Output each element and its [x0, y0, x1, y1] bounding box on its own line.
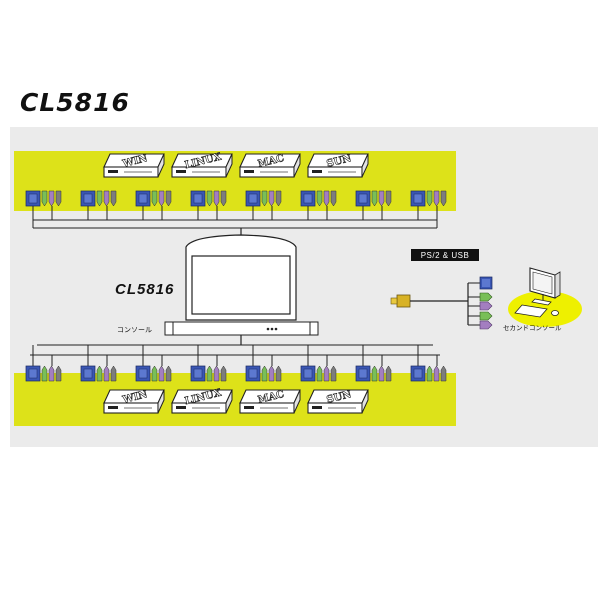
- server-icon: WIN: [103, 389, 165, 414]
- keyboard-icon: [514, 304, 548, 318]
- ps2-connector-icon: [220, 190, 227, 207]
- page-title: CL5816: [20, 88, 130, 117]
- ps2-connector-icon: [41, 190, 48, 207]
- ps2-connector-icon: [385, 190, 392, 207]
- console-label: コンソール: [117, 326, 152, 334]
- vga-connector-icon: [135, 190, 151, 207]
- ps2-connector-icon: [385, 365, 392, 382]
- ps2-connector-icon: [151, 190, 158, 207]
- ps2-connector-icon: [220, 365, 227, 382]
- ps2-connector-icon: [103, 365, 110, 382]
- vga-connector-icon: [300, 190, 316, 207]
- ps2-connector-icon: [213, 190, 220, 207]
- ps2-connector-icon: [440, 190, 447, 207]
- vga-connector-icon: [25, 365, 41, 382]
- ps2-connector-icon: [479, 301, 493, 311]
- ps2-connector-icon: [440, 365, 447, 382]
- ps2-connector-icon: [261, 365, 268, 382]
- ps2-connector-icon: [275, 365, 282, 382]
- bottom-cable-bus: [30, 335, 440, 366]
- interface-badge: PS/2 & USB: [411, 249, 479, 261]
- ps2-connector-icon: [158, 365, 165, 382]
- vga-connector-icon: [300, 365, 316, 382]
- ps2-connector-icon: [330, 365, 337, 382]
- ps2-connector-icon: [426, 190, 433, 207]
- vga-connector-icon: [80, 190, 96, 207]
- server-icon: SUN: [307, 153, 369, 178]
- server-icon: MAC: [239, 389, 301, 414]
- ps2-connector-icon: [55, 365, 62, 382]
- ps2-connector-icon: [96, 190, 103, 207]
- ps2-connector-icon: [268, 365, 275, 382]
- ps2-connector-icon: [103, 190, 110, 207]
- vga-connector-icon: [410, 365, 426, 382]
- top-cable-bus: [32, 206, 438, 229]
- vga-connector-icon: [25, 190, 41, 207]
- ps2-connector-icon: [433, 365, 440, 382]
- mouse-icon: [551, 310, 559, 316]
- device-label: CL5816: [115, 281, 174, 298]
- ps2-connector-icon: [371, 190, 378, 207]
- server-icon: SUN: [307, 389, 369, 414]
- ps2-connector-icon: [48, 365, 55, 382]
- ps2-connector-icon: [330, 190, 337, 207]
- vga-connector-icon: [410, 190, 426, 207]
- ps2-connector-icon: [275, 190, 282, 207]
- ps2-connector-icon: [479, 320, 493, 330]
- lcd-console-icon: [164, 234, 319, 336]
- ps2-connector-icon: [261, 190, 268, 207]
- ps2-connector-icon: [268, 190, 275, 207]
- ps2-connector-icon: [55, 190, 62, 207]
- vga-connector-icon: [135, 365, 151, 382]
- ps2-connector-icon: [433, 190, 440, 207]
- ps2-connector-icon: [206, 190, 213, 207]
- ps2-connector-icon: [158, 190, 165, 207]
- ps2-connector-icon: [96, 365, 103, 382]
- ps2-connector-icon: [165, 190, 172, 207]
- ps2-connector-icon: [110, 365, 117, 382]
- bottom-server-band: [14, 373, 456, 426]
- vga-connector-icon: [245, 190, 261, 207]
- vga-connector-icon: [355, 190, 371, 207]
- top-connectors: [25, 190, 447, 207]
- ps2-connector-icon: [378, 365, 385, 382]
- server-icon: MAC: [239, 153, 301, 178]
- ps2-connector-icon: [110, 190, 117, 207]
- ps2-connector-icon: [479, 292, 493, 302]
- server-icon: LINUX: [171, 387, 233, 414]
- ps2-connector-icon: [41, 365, 48, 382]
- ps2-connector-icon: [213, 365, 220, 382]
- ps2-connector-icon: [378, 190, 385, 207]
- ps2-connector-icon: [426, 365, 433, 382]
- ps2-connector-icon: [206, 365, 213, 382]
- vga-connector-icon: [190, 190, 206, 207]
- server-icon: LINUX: [171, 151, 233, 178]
- monitor-icon: [529, 267, 561, 306]
- ps2-connector-icon: [479, 311, 493, 321]
- ps2-connector-icon: [323, 365, 330, 382]
- ps2-connector-icon: [323, 190, 330, 207]
- adapter-icon: [390, 294, 468, 308]
- vga-connector-icon: [190, 365, 206, 382]
- server-icon: WIN: [103, 153, 165, 178]
- bottom-connectors: [25, 365, 447, 382]
- ps2-connector-icon: [151, 365, 158, 382]
- vga-connector-icon: [80, 365, 96, 382]
- ps2-connector-icon: [48, 190, 55, 207]
- interface-badge-text: PS/2 & USB: [421, 251, 470, 260]
- second-console-label: セカンドコンソール: [503, 324, 562, 332]
- ps2-connector-icon: [316, 190, 323, 207]
- vga-connector-icon: [355, 365, 371, 382]
- vga-connector-icon: [245, 365, 261, 382]
- ps2-connector-icon: [371, 365, 378, 382]
- ps2-connector-icon: [316, 365, 323, 382]
- ps2-connector-icon: [165, 365, 172, 382]
- second-console-cables: [467, 276, 493, 330]
